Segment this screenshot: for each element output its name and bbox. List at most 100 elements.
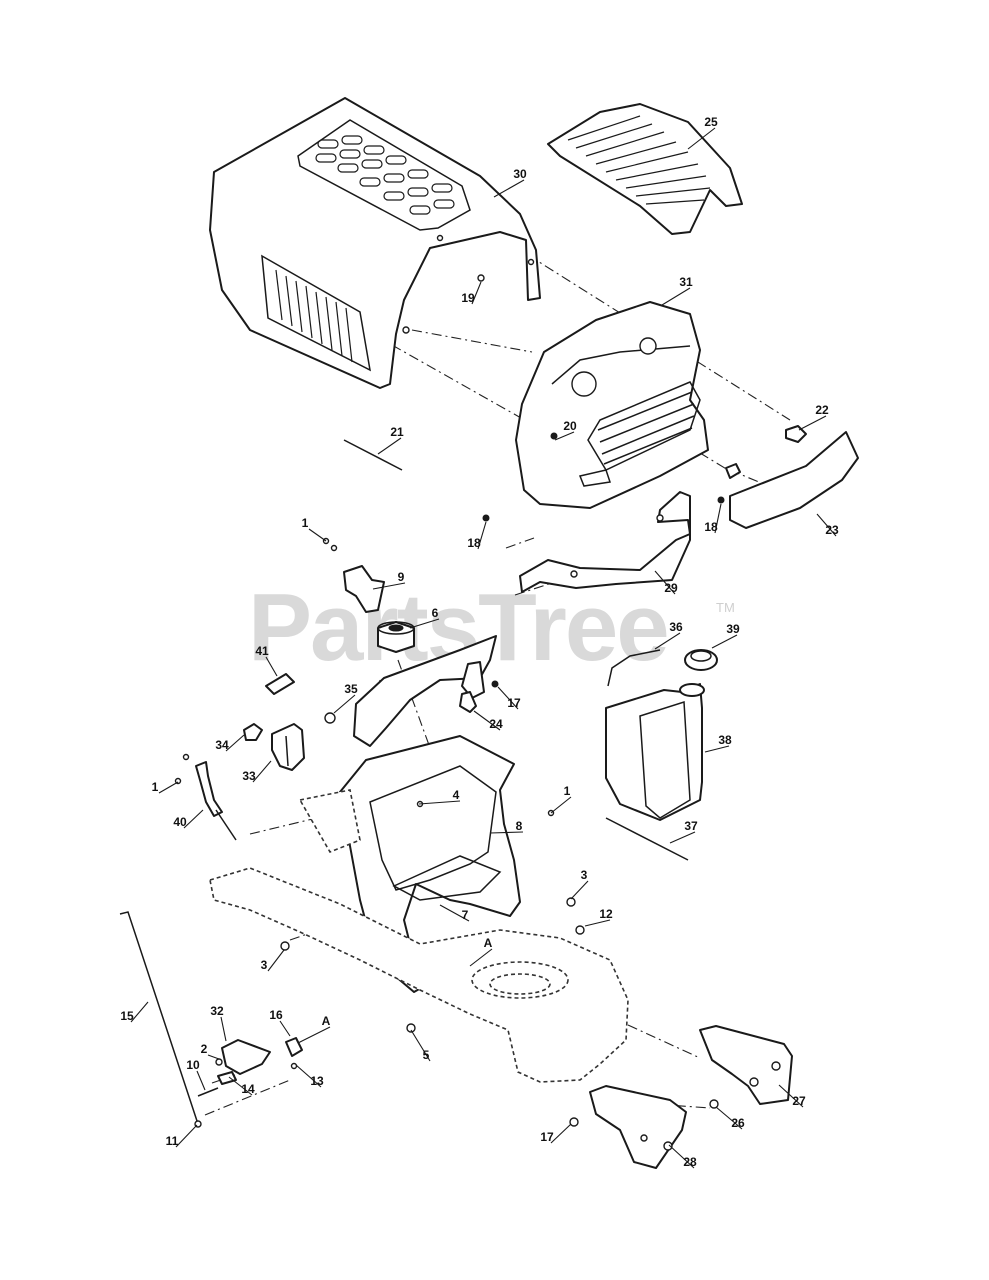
watermark: PartsTree TM xyxy=(248,574,735,681)
callout-number: 21 xyxy=(390,425,404,439)
callout-leader-line xyxy=(372,582,406,590)
bracket-part-28 xyxy=(589,1085,687,1169)
callout-leader-line xyxy=(439,904,470,922)
callout-leader-line xyxy=(409,618,440,629)
callout-c17a: 17 xyxy=(497,686,521,710)
callout-leader-line xyxy=(816,513,837,537)
callout-number: 39 xyxy=(726,622,740,636)
callout-c35: 35 xyxy=(333,682,358,714)
callout-c7: 7 xyxy=(439,904,470,922)
callout-c11: 11 xyxy=(166,1124,198,1148)
nut-part-17-lower xyxy=(569,1117,579,1127)
callout-leader-line xyxy=(715,1106,743,1130)
callout-number: 24 xyxy=(489,717,503,731)
callout-leader-line xyxy=(183,809,204,829)
callout-number: 22 xyxy=(815,403,829,417)
callout-number: 25 xyxy=(704,115,718,129)
callout-c31: 31 xyxy=(661,275,693,306)
callout-number: 17 xyxy=(507,696,521,710)
callout-leader-line xyxy=(711,634,738,649)
callout-number: 2 xyxy=(201,1042,208,1056)
callout-leader-line xyxy=(265,656,278,677)
callout-number: 27 xyxy=(792,1094,806,1108)
nose-part-31 xyxy=(515,301,709,509)
lens-part-22 xyxy=(725,425,807,479)
callout-number: 29 xyxy=(664,581,678,595)
callout-number: 37 xyxy=(684,819,698,833)
callout-c10: 10 xyxy=(186,1058,206,1091)
callout-number: 19 xyxy=(461,291,475,305)
callout-leader-line xyxy=(252,760,272,783)
strap-part-37 xyxy=(605,817,689,861)
dash-panel xyxy=(353,635,497,747)
callout-leader-line xyxy=(497,686,519,710)
callout-number: 40 xyxy=(173,815,187,829)
callout-leader-line xyxy=(473,710,501,731)
bracket-part-32 xyxy=(221,1039,271,1075)
callout-number: 1 xyxy=(564,784,571,798)
switch-part-33 xyxy=(271,723,305,771)
callout-c39: 39 xyxy=(711,622,740,649)
callout-leader-line xyxy=(158,781,179,794)
callout-c13: 13 xyxy=(295,1064,324,1088)
callout-number: 10 xyxy=(186,1058,200,1072)
tie-strap-part-21 xyxy=(343,439,403,471)
callout-c1c: 1 xyxy=(550,784,572,814)
callout-c29: 29 xyxy=(654,570,678,595)
callout-leader-line xyxy=(333,694,356,714)
bushing-part-16 xyxy=(285,1037,303,1057)
callout-c18a: 18 xyxy=(467,521,487,550)
callout-leader-line xyxy=(550,1123,572,1144)
fasteners-frame xyxy=(280,897,585,1033)
bumper-part-23 xyxy=(729,431,859,529)
grommet-part-6 xyxy=(377,621,415,653)
callout-c19: 19 xyxy=(461,281,482,305)
callout-number: 26 xyxy=(731,1116,745,1130)
callout-leader-line xyxy=(228,1076,253,1096)
callout-leader-line xyxy=(225,734,245,752)
callout-number: 3 xyxy=(581,868,588,882)
callout-number: 8 xyxy=(516,819,523,833)
frame xyxy=(209,789,629,1083)
callout-number: A xyxy=(484,936,493,950)
callout-number: 35 xyxy=(344,682,358,696)
callout-leader-line xyxy=(704,745,730,753)
callout-c1a: 1 xyxy=(302,516,327,542)
callout-c25: 25 xyxy=(687,115,718,150)
callout-c27: 27 xyxy=(778,1084,806,1108)
lever-part-40 xyxy=(174,753,237,841)
callout-leader-line xyxy=(570,880,589,900)
grille-part-25 xyxy=(547,103,743,235)
callout-leader-line xyxy=(687,127,716,150)
callout-number: 6 xyxy=(432,606,439,620)
callout-c2: 2 xyxy=(201,1042,220,1060)
callout-leader-line xyxy=(477,521,487,550)
callout-c30: 30 xyxy=(493,167,527,198)
callout-number: 38 xyxy=(718,733,732,747)
callout-c23: 23 xyxy=(816,513,839,537)
bracket-part-9 xyxy=(322,537,385,613)
callout-c18b: 18 xyxy=(704,503,722,534)
callout-leader-line xyxy=(714,503,722,534)
callout-leader-line xyxy=(207,1054,220,1060)
callout-number: 1 xyxy=(302,516,309,530)
callout-number: 16 xyxy=(269,1008,283,1022)
callout-number: 4 xyxy=(453,788,460,802)
callout-leader-line xyxy=(469,948,493,967)
callout-number: 36 xyxy=(669,620,683,634)
callout-c34: 34 xyxy=(215,734,245,752)
callout-leader-line xyxy=(410,1029,431,1062)
callout-c26: 26 xyxy=(715,1106,745,1130)
callout-c8: 8 xyxy=(489,819,524,834)
callout-leader-line xyxy=(267,949,285,972)
callout-number: 14 xyxy=(241,1082,255,1096)
callout-leader-line xyxy=(584,919,611,927)
tank-part-38 xyxy=(605,683,705,821)
callout-leader-line xyxy=(493,179,525,198)
callout-c14: 14 xyxy=(228,1076,255,1096)
callout-c20: 20 xyxy=(554,419,577,441)
callout-number: 31 xyxy=(679,275,693,289)
callout-number: 17 xyxy=(540,1130,554,1144)
callout-number: 1 xyxy=(152,780,159,794)
